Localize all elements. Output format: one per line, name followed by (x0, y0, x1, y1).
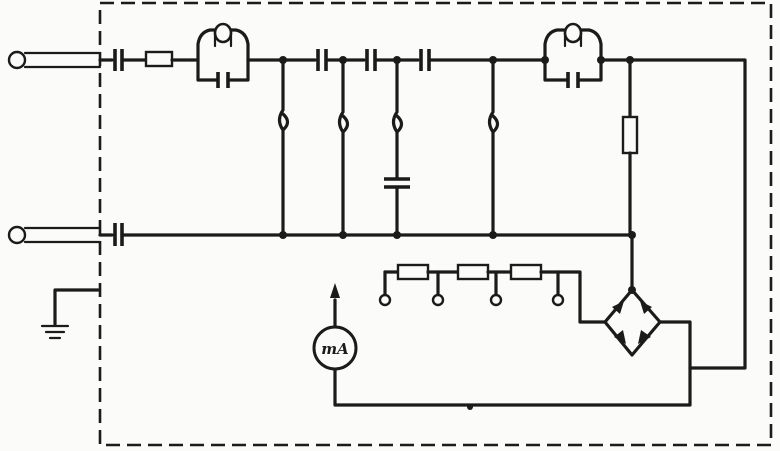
coax-cable-bottom (23, 226, 102, 244)
crystal-icon (213, 22, 233, 44)
coax-input-top (7, 50, 114, 70)
milliammeter: mA (312, 283, 358, 371)
inductor-branch-3 (384, 58, 410, 237)
coax-terminal-bottom (7, 225, 27, 245)
resistor-divider-1 (396, 263, 430, 281)
tap-terminal (378, 293, 392, 307)
meter-dial (312, 325, 358, 371)
tap-terminal (551, 293, 565, 307)
diode-bridge (603, 286, 662, 357)
crystal-icon (563, 22, 583, 44)
resistor-divider-3 (509, 263, 543, 281)
junctions-bottom (279, 231, 636, 239)
crystal-filter-2 (543, 22, 603, 88)
switch-arrow-icon (330, 283, 340, 298)
tap-terminal (431, 293, 445, 307)
switch-taps (378, 270, 565, 307)
diode-icon (638, 330, 651, 344)
resistor-divider-2 (456, 263, 490, 281)
coax-cable-top (23, 51, 102, 69)
diode-icon (614, 330, 626, 344)
coax-input-bottom (7, 225, 114, 245)
tap-terminal (489, 293, 503, 307)
diode-icon (640, 301, 652, 314)
resistor-divider (383, 263, 560, 281)
inductor-branch-1 (277, 58, 290, 237)
crystal-filter-1 (190, 22, 250, 88)
meter-label: mA (321, 340, 349, 358)
inductor-branch-4 (487, 58, 500, 237)
inductor-branch-2 (337, 58, 350, 237)
ground-icon (40, 288, 100, 340)
resistor-vertical (621, 115, 639, 155)
resistor-input (144, 50, 174, 68)
coax-terminal-top (7, 50, 27, 70)
shield-enclosure (98, 1, 773, 447)
diode-icon (612, 301, 624, 314)
